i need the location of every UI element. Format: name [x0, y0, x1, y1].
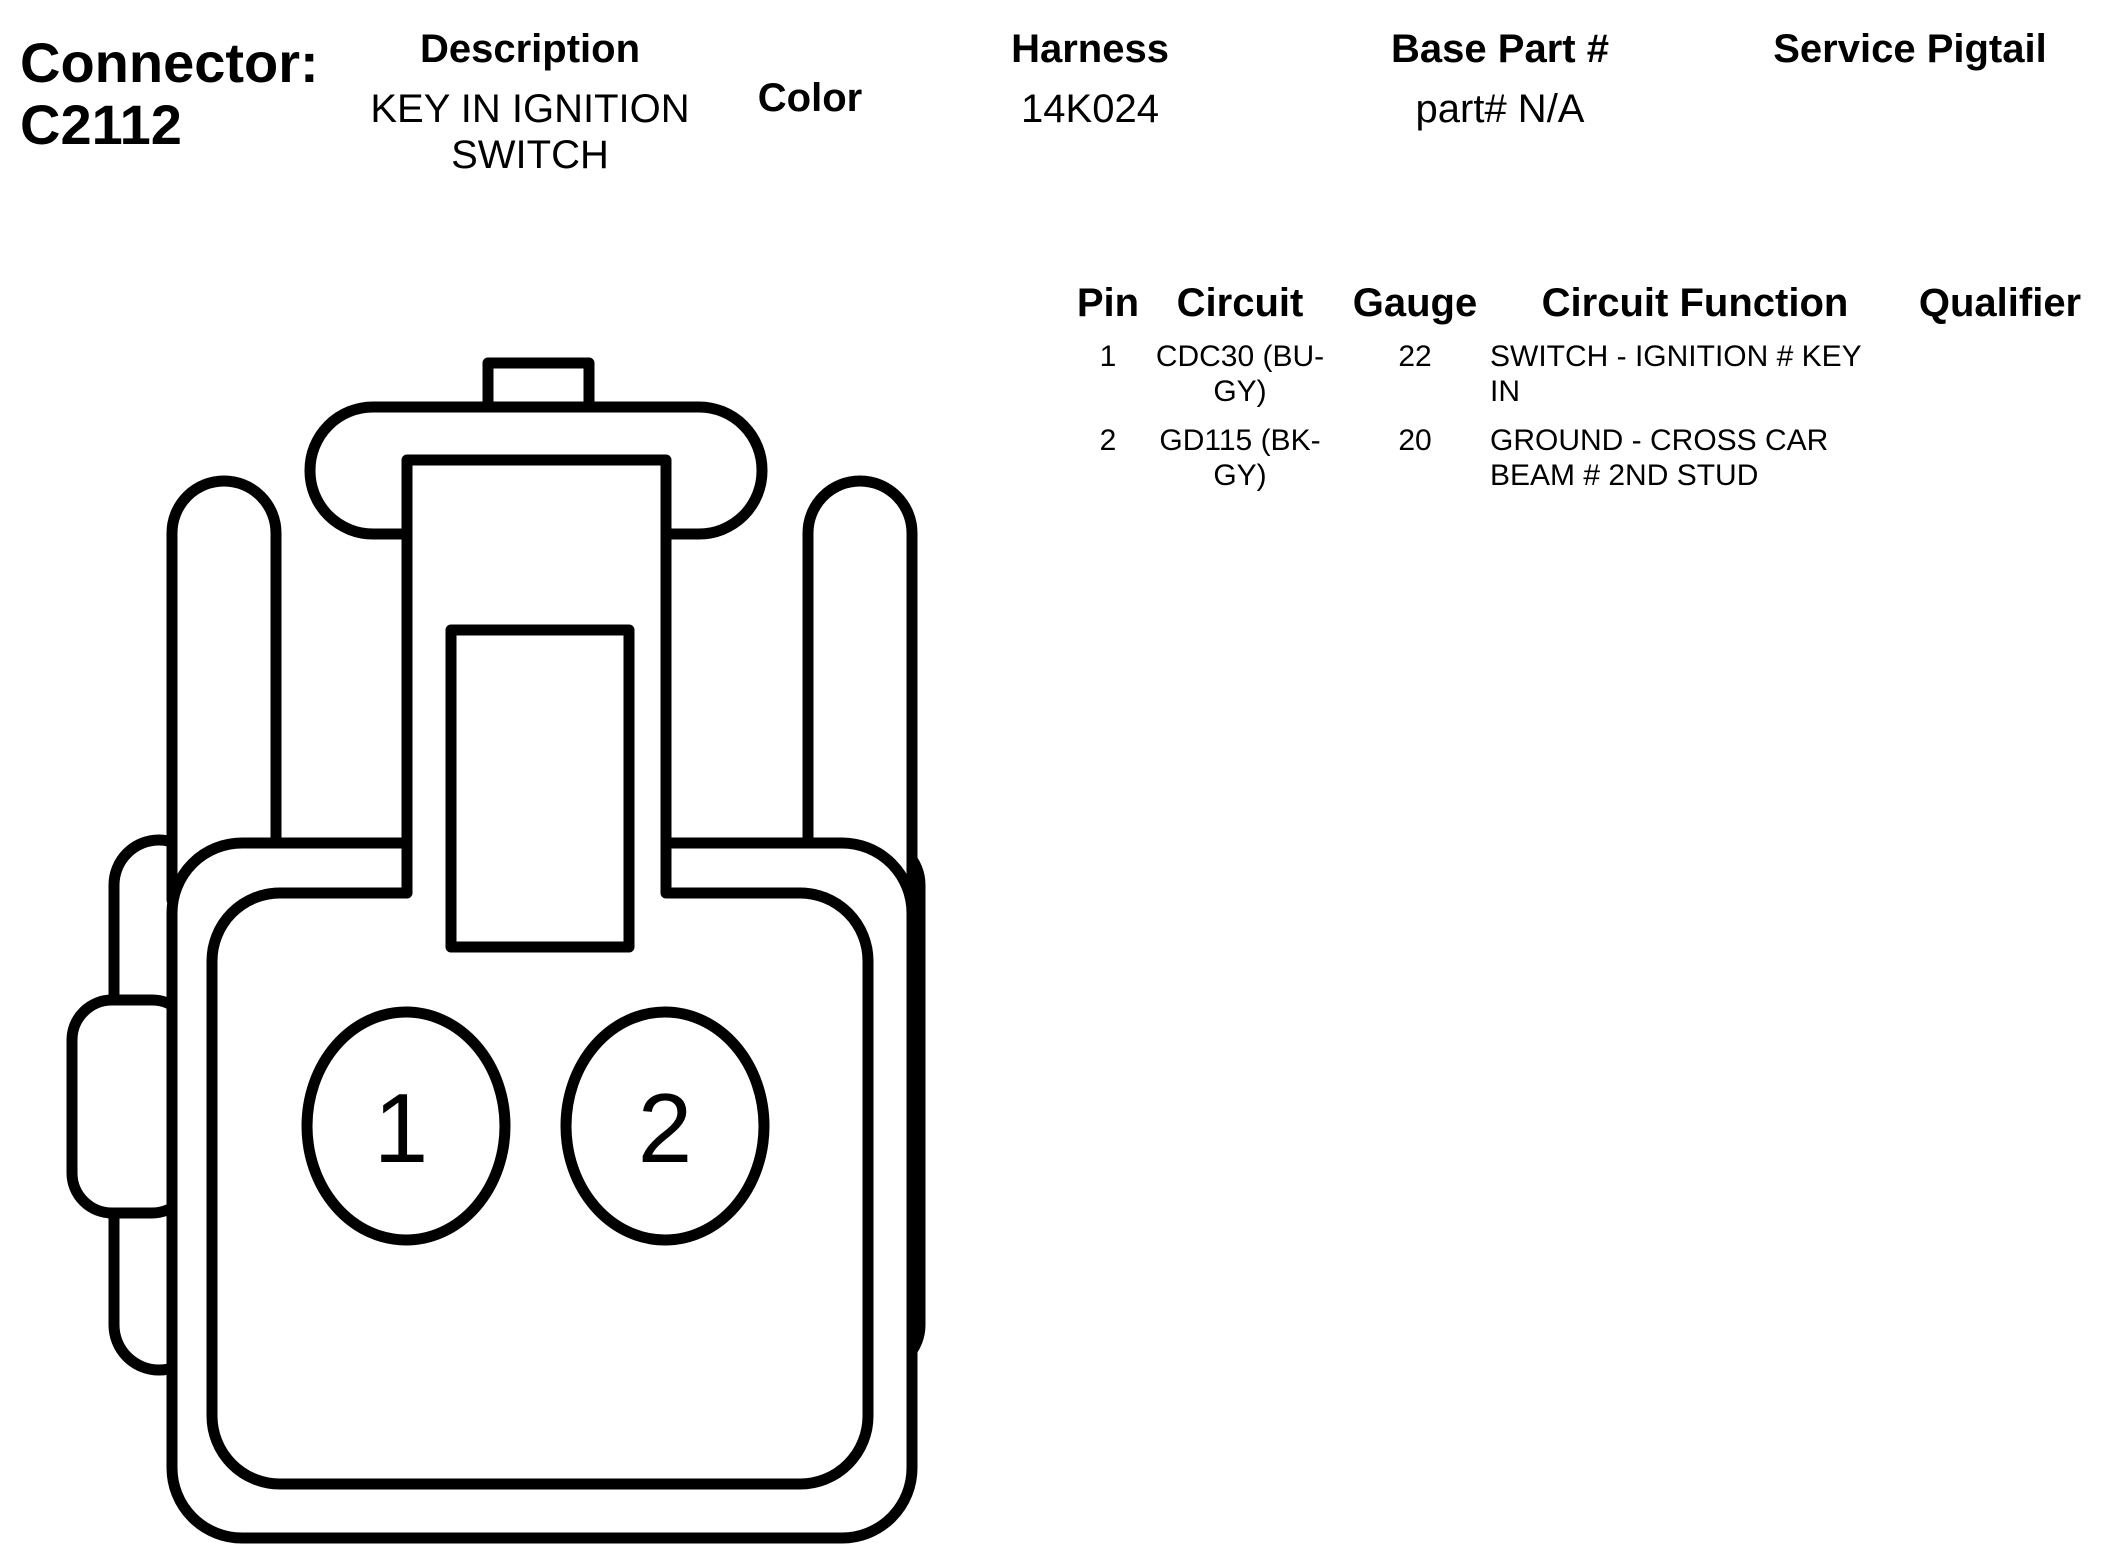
- row-2-pin: 2: [1099, 424, 1117, 457]
- row-2-circuit: GD115 (BK-GY): [1159, 424, 1321, 492]
- circuit-column-header: Circuit: [1176, 281, 1304, 325]
- inner-cavity: [206, 454, 874, 1490]
- connector-face-diagram: 1 2: [66, 357, 926, 1544]
- service-pigtail-header: Service Pigtail: [1773, 27, 2047, 71]
- row-1-circuit: CDC30 (BU-GY): [1155, 340, 1325, 408]
- pin-1-label: 1: [374, 1073, 429, 1183]
- harness-header: Harness: [1011, 27, 1169, 71]
- function-column-header: Circuit Function: [1541, 281, 1849, 325]
- description-value: KEY IN IGNITION SWITCH: [370, 87, 690, 177]
- left-latch-arm: [166, 475, 282, 906]
- pin-2-label: 2: [638, 1073, 693, 1183]
- row-2-gauge: 20: [1398, 424, 1432, 457]
- qualifier-column-header: Qualifier: [1918, 281, 2082, 325]
- lock-window: [445, 624, 635, 953]
- pin-2-cavity: [560, 1006, 770, 1246]
- connector-title: Connector: C2112: [20, 32, 319, 156]
- right-latch-arm: [802, 475, 918, 906]
- harness-value: 14K024: [1021, 87, 1159, 131]
- color-header: Color: [757, 76, 863, 120]
- row-1-function: SWITCH - IGNITION # KEY IN: [1490, 340, 1862, 408]
- description-header: Description: [419, 27, 641, 71]
- pin-1-cavity: [301, 1006, 511, 1246]
- row-1-gauge: 22: [1398, 340, 1432, 373]
- base-part-header: Base Part #: [1391, 27, 1609, 71]
- connector-id: C2112: [20, 93, 182, 156]
- base-part-value: part# N/A: [1415, 87, 1585, 131]
- connector-label: Connector:: [20, 31, 319, 94]
- row-1-pin: 1: [1099, 340, 1117, 373]
- pin-column-header: Pin: [1076, 281, 1140, 325]
- gauge-column-header: Gauge: [1352, 281, 1478, 325]
- row-2-function: GROUND - CROSS CAR BEAM # 2ND STUD: [1490, 424, 1829, 492]
